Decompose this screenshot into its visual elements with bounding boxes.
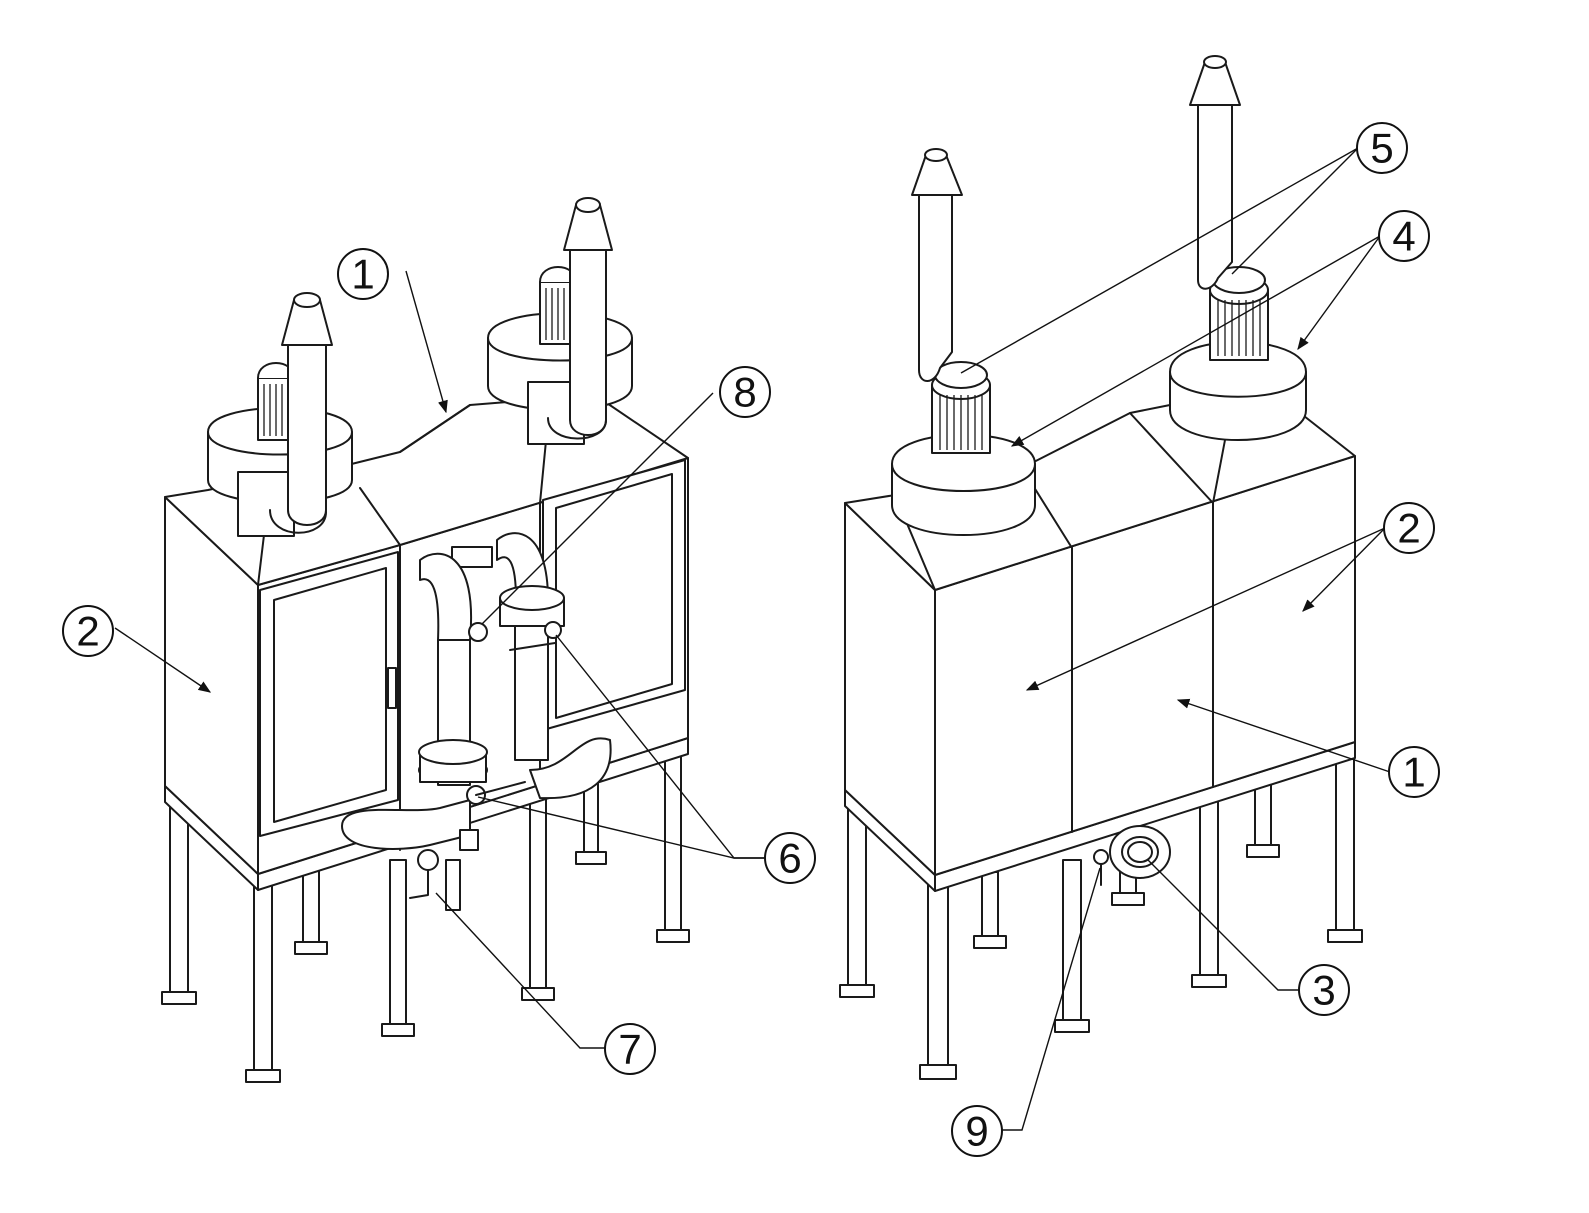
right-legs bbox=[839, 754, 1363, 1080]
right-fan-1 bbox=[891, 148, 1036, 536]
svg-text:3: 3 bbox=[1312, 967, 1335, 1014]
callout-left-2: 2 bbox=[62, 605, 114, 657]
callout-right-3: 3 bbox=[1298, 964, 1350, 1016]
left-legs bbox=[161, 744, 690, 1083]
callout-left-6: 6 bbox=[764, 832, 816, 884]
svg-text:5: 5 bbox=[1370, 125, 1393, 172]
callout-left-1: 1 bbox=[337, 248, 389, 300]
callout-right-1: 1 bbox=[1388, 746, 1440, 798]
svg-text:2: 2 bbox=[76, 608, 99, 655]
svg-text:1: 1 bbox=[1402, 749, 1425, 796]
svg-text:7: 7 bbox=[618, 1026, 641, 1073]
callout-left-7: 7 bbox=[604, 1023, 656, 1075]
callout-right-9: 9 bbox=[951, 1105, 1003, 1157]
left-unit: 1 2 8 6 7 bbox=[62, 197, 816, 1083]
callout-right-5: 5 bbox=[1356, 122, 1408, 174]
left-fan-2 bbox=[487, 197, 633, 445]
left-fan-1 bbox=[207, 292, 353, 537]
right-unit: 5 4 2 1 3 9 bbox=[839, 55, 1440, 1157]
callout-left-8: 8 bbox=[719, 366, 771, 418]
left-piping bbox=[341, 532, 612, 899]
right-fan-2 bbox=[1169, 55, 1307, 441]
svg-text:2: 2 bbox=[1397, 505, 1420, 552]
svg-text:6: 6 bbox=[778, 835, 801, 882]
callout-right-2: 2 bbox=[1383, 502, 1435, 554]
svg-text:1: 1 bbox=[351, 251, 374, 298]
callout-right-4: 4 bbox=[1378, 210, 1430, 262]
svg-text:8: 8 bbox=[733, 369, 756, 416]
svg-text:9: 9 bbox=[965, 1108, 988, 1155]
right-flange bbox=[1093, 825, 1171, 886]
svg-text:4: 4 bbox=[1392, 213, 1415, 260]
